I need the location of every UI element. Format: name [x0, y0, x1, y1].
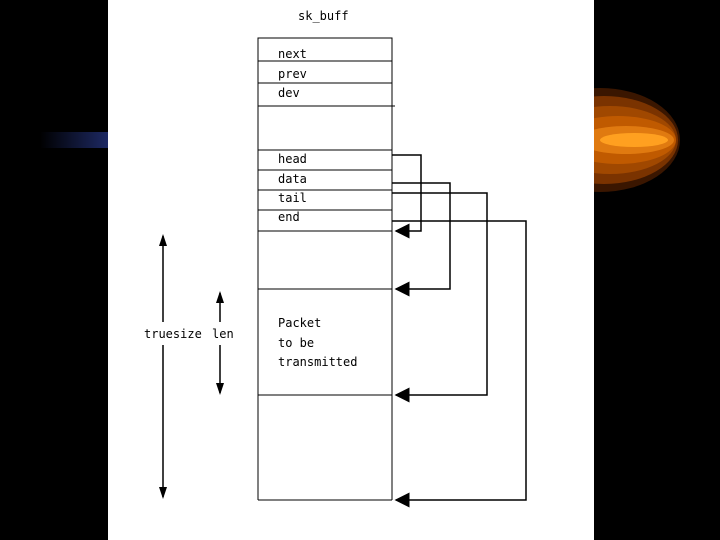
- len-up-arrowhead: [216, 291, 224, 303]
- truesize-down-arrowhead: [159, 487, 167, 499]
- field-tail: tail: [278, 191, 307, 205]
- truesize-label: truesize: [144, 327, 202, 341]
- field-next: next: [278, 47, 307, 61]
- packet-text-line-3: transmitted: [278, 355, 357, 369]
- field-dev: dev: [278, 86, 300, 100]
- truesize-up-arrowhead: [159, 234, 167, 246]
- field-data: data: [278, 172, 307, 186]
- len-down-arrowhead: [216, 383, 224, 395]
- end-pointer-arrow: [392, 220, 527, 508]
- field-head: head: [278, 152, 307, 166]
- data-pointer-arrow: [392, 182, 451, 297]
- blue-streak-decoration: [40, 132, 110, 148]
- struct-box: [257, 37, 395, 232]
- field-prev: prev: [278, 67, 307, 81]
- diagram-paper: [108, 0, 594, 540]
- packet-text-line-2: to be: [278, 336, 314, 350]
- tail-pointer-arrow: [392, 192, 488, 403]
- truesize-dimension: [159, 234, 167, 499]
- packet-text-line-1: Packet: [278, 316, 321, 330]
- len-dimension: [216, 291, 224, 395]
- field-end: end: [278, 210, 300, 224]
- packet-buffer: [257, 231, 393, 501]
- len-label: len: [212, 327, 234, 341]
- struct-title: sk_buff: [298, 9, 349, 23]
